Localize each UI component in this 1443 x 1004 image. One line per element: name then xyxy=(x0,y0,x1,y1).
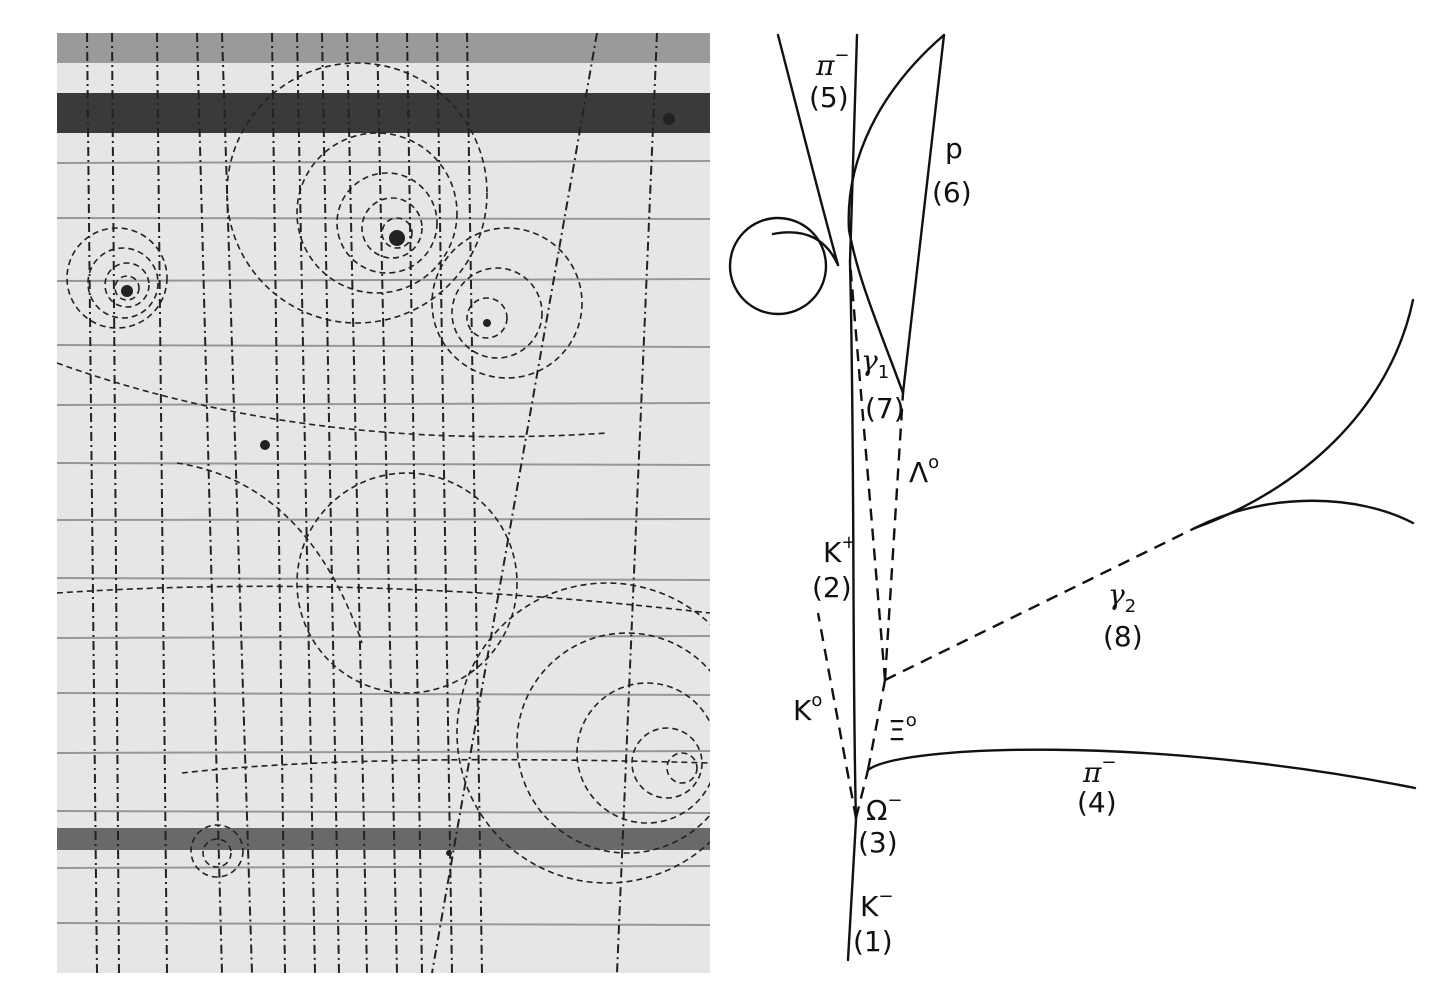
track-left-steep xyxy=(776,33,840,267)
label-pi-minus-5-number: (5) xyxy=(809,81,849,114)
particle-labels: π− (5) p (6) γ1 (7) Λo K+ (2) γ2 (8) Ko … xyxy=(793,45,1143,958)
bubble-chamber-photo xyxy=(57,33,710,973)
track-k-plus xyxy=(848,260,858,822)
label-omega-minus-number: (3) xyxy=(858,826,898,859)
track-xi-zero xyxy=(866,679,887,771)
track-pi-minus-5 xyxy=(848,33,859,264)
label-k-minus: K− xyxy=(860,886,893,923)
photo-horizontal-streaks xyxy=(57,160,710,926)
label-lambda-zero: Λo xyxy=(909,452,939,489)
label-k-zero: Ko xyxy=(793,690,822,727)
label-pi-minus-5: π− xyxy=(815,45,850,82)
track-lambda-zero xyxy=(883,392,905,681)
label-omega-minus: Ω− xyxy=(866,790,903,827)
label-k-minus-number: (1) xyxy=(853,925,893,958)
photo-dark-stripe-lower xyxy=(57,828,710,850)
photo-spiral-tracks xyxy=(57,62,710,884)
label-pi-minus-4: π− xyxy=(1082,752,1117,789)
label-k-plus-number: (2) xyxy=(812,571,852,604)
label-proton-number: (6) xyxy=(932,176,972,209)
track-electron-arc xyxy=(771,231,840,267)
label-gamma-1: γ1 xyxy=(861,344,889,383)
track-gamma2 xyxy=(884,526,1196,682)
track-proton xyxy=(901,33,946,395)
track-k-minus xyxy=(846,818,858,962)
label-proton: p xyxy=(945,132,963,165)
dashed-tracks xyxy=(816,261,1196,819)
track-pi-minus-4 xyxy=(866,748,1417,790)
track-gamma1 xyxy=(848,261,887,681)
track-gamma2-positron xyxy=(1193,499,1415,530)
track-omega-minus xyxy=(854,769,870,819)
track-lambda-pi xyxy=(847,33,946,395)
photo-specks xyxy=(121,113,675,856)
label-xi-zero: Ξo xyxy=(888,710,917,747)
label-gamma-2: γ2 xyxy=(1108,578,1136,617)
photo-dark-stripe xyxy=(57,93,710,133)
track-gamma2-electron xyxy=(1193,298,1415,530)
label-gamma-2-number: (8) xyxy=(1103,620,1143,653)
label-gamma-1-number: (7) xyxy=(865,392,905,425)
solid-tracks xyxy=(728,33,1417,962)
track-k-zero xyxy=(816,612,858,819)
track-electron-circle xyxy=(728,216,828,316)
label-k-plus: K+ xyxy=(823,532,856,569)
label-pi-minus-4-number: (4) xyxy=(1077,786,1117,819)
photo-top-band xyxy=(57,33,710,63)
